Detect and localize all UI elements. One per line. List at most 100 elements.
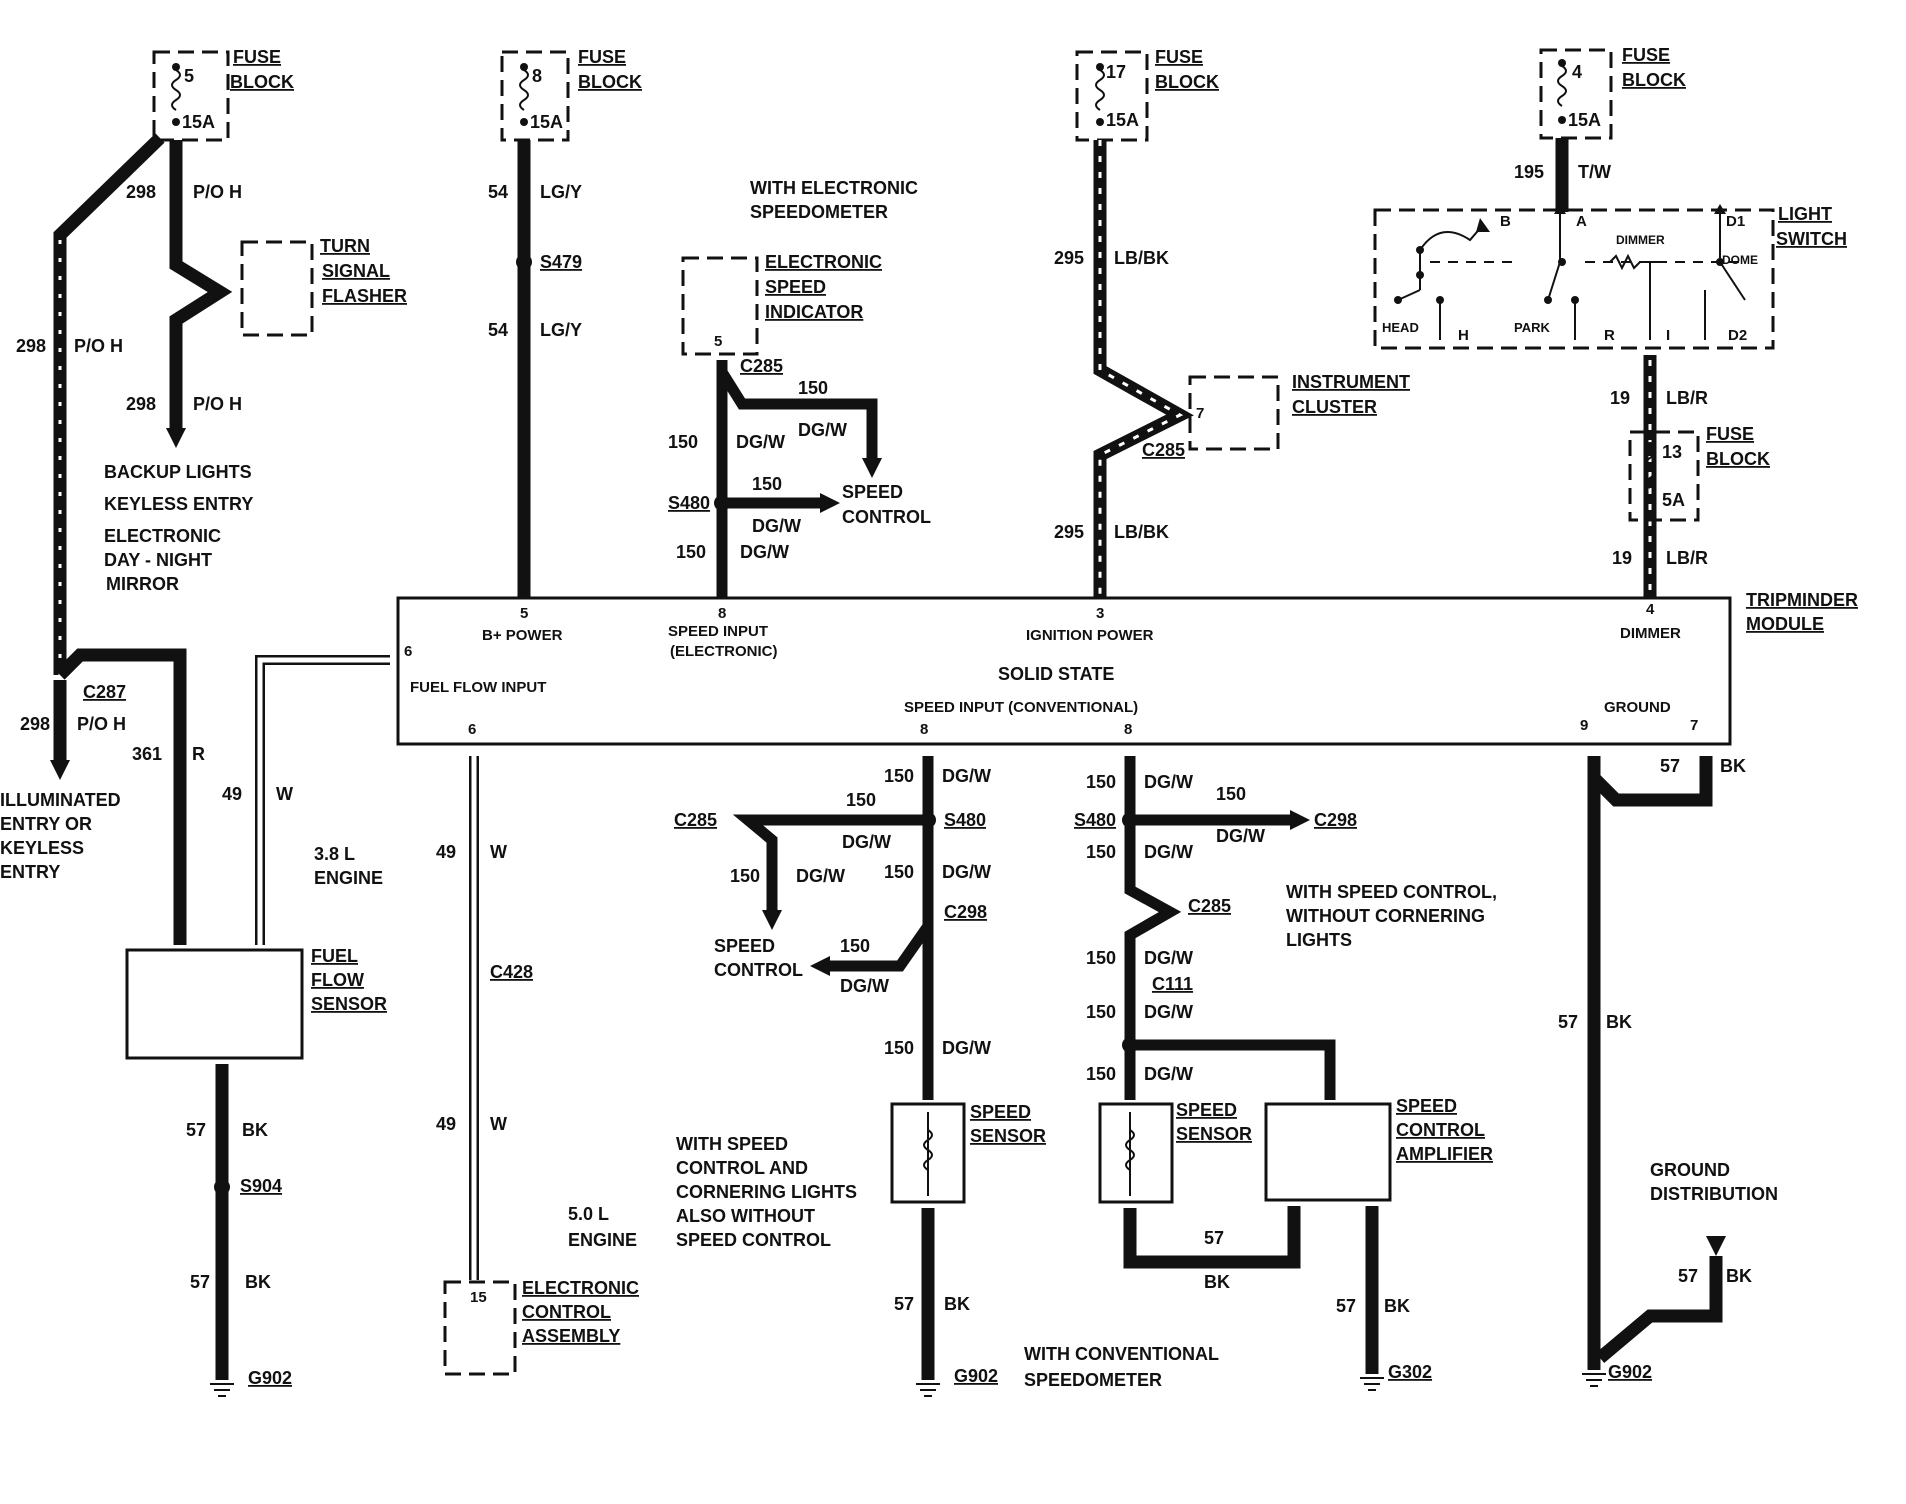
svg-text:ILLUMINATED: ILLUMINATED: [0, 790, 121, 810]
svg-text:7: 7: [1196, 405, 1204, 422]
wire-color: DG/W: [942, 862, 991, 882]
section-title: WITH ELECTRONIC: [750, 178, 918, 198]
svg-text:SPEED: SPEED: [765, 277, 826, 297]
svg-text:FUEL FLOW INPUT: FUEL FLOW INPUT: [410, 679, 546, 696]
engine-label: ENGINE: [314, 868, 383, 888]
svg-text:WITH SPEED: WITH SPEED: [676, 1134, 788, 1154]
wire-color: DG/W: [736, 432, 785, 452]
svg-text:ELECTRONIC: ELECTRONIC: [104, 526, 221, 546]
ground-label: G902: [248, 1368, 292, 1388]
wire-color: LB/R: [1666, 388, 1708, 408]
wire-color: LG/Y: [540, 182, 582, 202]
wire-number: 150: [668, 432, 698, 452]
wire-number: 150: [752, 474, 782, 494]
wire-number: 195: [1514, 162, 1544, 182]
wire-number: 295: [1054, 522, 1084, 542]
wire-number: 57: [186, 1120, 206, 1140]
wire-number: 57: [190, 1272, 210, 1292]
wire-color: DG/W: [942, 766, 991, 786]
wire-color: DG/W: [1144, 948, 1193, 968]
splice-label: S480: [944, 810, 986, 830]
svg-text:FLOW: FLOW: [311, 970, 364, 990]
connector-label: C111: [1152, 974, 1193, 994]
wire-number: 54: [488, 182, 508, 202]
wire-150-c298: [828, 922, 933, 972]
wire-49-fuel-flow: [255, 655, 390, 945]
wire-number: 57: [1660, 756, 1680, 776]
speed-sensor-b: SPEED SENSOR: [1098, 1100, 1252, 1204]
svg-text:AMPLIFIER: AMPLIFIER: [1396, 1144, 1493, 1164]
svg-text:FUSE: FUSE: [1622, 45, 1670, 65]
svg-text:17: 17: [1106, 62, 1126, 82]
svg-text:3: 3: [1096, 605, 1104, 622]
svg-text:BLOCK: BLOCK: [578, 72, 642, 92]
note-speed-control-no-cornering: WITH SPEED CONTROL, WITHOUT CORNERING LI…: [1286, 882, 1497, 950]
wire-color: DG/W: [796, 866, 845, 886]
svg-text:BLOCK: BLOCK: [1622, 70, 1686, 90]
svg-text:BLOCK: BLOCK: [1155, 72, 1219, 92]
ground-label: G902: [1608, 1362, 1652, 1382]
light-switch: B A DIMMER D1 DOME HEAD H PARK R I D2 LI…: [1373, 204, 1847, 350]
ground-label: G902: [954, 1366, 998, 1386]
svg-text:ALSO WITHOUT: ALSO WITHOUT: [676, 1206, 815, 1226]
speed-sensor-a: SPEED SENSOR: [890, 1102, 1046, 1204]
svg-text:5A: 5A: [1662, 490, 1685, 510]
wire-number: 150: [1086, 1002, 1116, 1022]
switch-terminal: HEAD: [1382, 320, 1419, 335]
svg-text:SPEED INPUT (CONVENTIONAL): SPEED INPUT (CONVENTIONAL): [904, 699, 1138, 716]
tripminder-module: 5 B+ POWER 8 SPEED INPUT (ELECTRONIC) 3 …: [396, 590, 1858, 746]
svg-text:8: 8: [718, 605, 726, 622]
ground-symbol: [916, 1383, 940, 1397]
wire-number: 57: [894, 1294, 914, 1314]
wire-color: LB/BK: [1114, 248, 1169, 268]
wire-number: 150: [730, 866, 760, 886]
svg-text:MODULE: MODULE: [1746, 614, 1824, 634]
svg-text:ASSEMBLY: ASSEMBLY: [522, 1326, 620, 1346]
wire-color: P/O H: [77, 714, 126, 734]
wire-color: P/O H: [193, 182, 242, 202]
wire-number: 298: [126, 394, 156, 414]
connector-label: C285: [740, 356, 783, 376]
wire-number: 150: [1086, 948, 1116, 968]
wire-57-ground-dist: [1595, 1256, 1723, 1363]
splice-label: S479: [540, 252, 582, 272]
svg-text:FUSE: FUSE: [1706, 424, 1754, 444]
wire-color: P/O H: [74, 336, 123, 356]
svg-text:SOLID STATE: SOLID STATE: [998, 664, 1114, 684]
wire-number: 57: [1678, 1266, 1698, 1286]
svg-text:FUEL: FUEL: [311, 946, 358, 966]
switch-terminal: PARK: [1514, 320, 1550, 335]
wire-color: BK: [1384, 1296, 1410, 1316]
wire-number: 150: [884, 766, 914, 786]
svg-text:ENTRY: ENTRY: [0, 862, 60, 882]
switch-terminal: R: [1604, 327, 1615, 344]
wire-number: 150: [1086, 1064, 1116, 1084]
svg-text:4: 4: [1572, 62, 1582, 82]
wire-57-pin7: [1589, 756, 1713, 807]
svg-text:SENSOR: SENSOR: [311, 994, 387, 1014]
wire-number: 361: [132, 744, 162, 764]
wire-number: 57: [1558, 1012, 1578, 1032]
illuminated-entry-label: ILLUMINATED ENTRY OR KEYLESS ENTRY: [0, 790, 121, 882]
svg-text:6: 6: [468, 721, 476, 738]
destination-label: CONTROL: [714, 960, 803, 980]
svg-text:SPEED: SPEED: [1396, 1096, 1457, 1116]
wire-number: 57: [1204, 1228, 1224, 1248]
svg-text:DIMMER: DIMMER: [1620, 625, 1681, 642]
switch-terminal: DOME: [1722, 253, 1758, 267]
svg-text:9: 9: [1580, 717, 1588, 734]
fuse-block-label: FUSE: [233, 47, 281, 67]
svg-text:13: 13: [1662, 442, 1682, 462]
wire-number: 19: [1612, 548, 1632, 568]
connector-label: C285: [1142, 440, 1185, 460]
splice-label: S904: [240, 1176, 282, 1196]
wire-number: 150: [884, 862, 914, 882]
svg-text:SPEED CONTROL: SPEED CONTROL: [676, 1230, 831, 1250]
svg-text:5: 5: [520, 605, 528, 622]
svg-text:6: 6: [404, 643, 412, 660]
wire-color: P/O H: [193, 394, 242, 414]
svg-text:CONTROL: CONTROL: [522, 1302, 611, 1322]
fuse-block-label: BLOCK: [230, 72, 294, 92]
wire-color: BK: [242, 1120, 268, 1140]
wire-number: 49: [436, 1114, 456, 1134]
